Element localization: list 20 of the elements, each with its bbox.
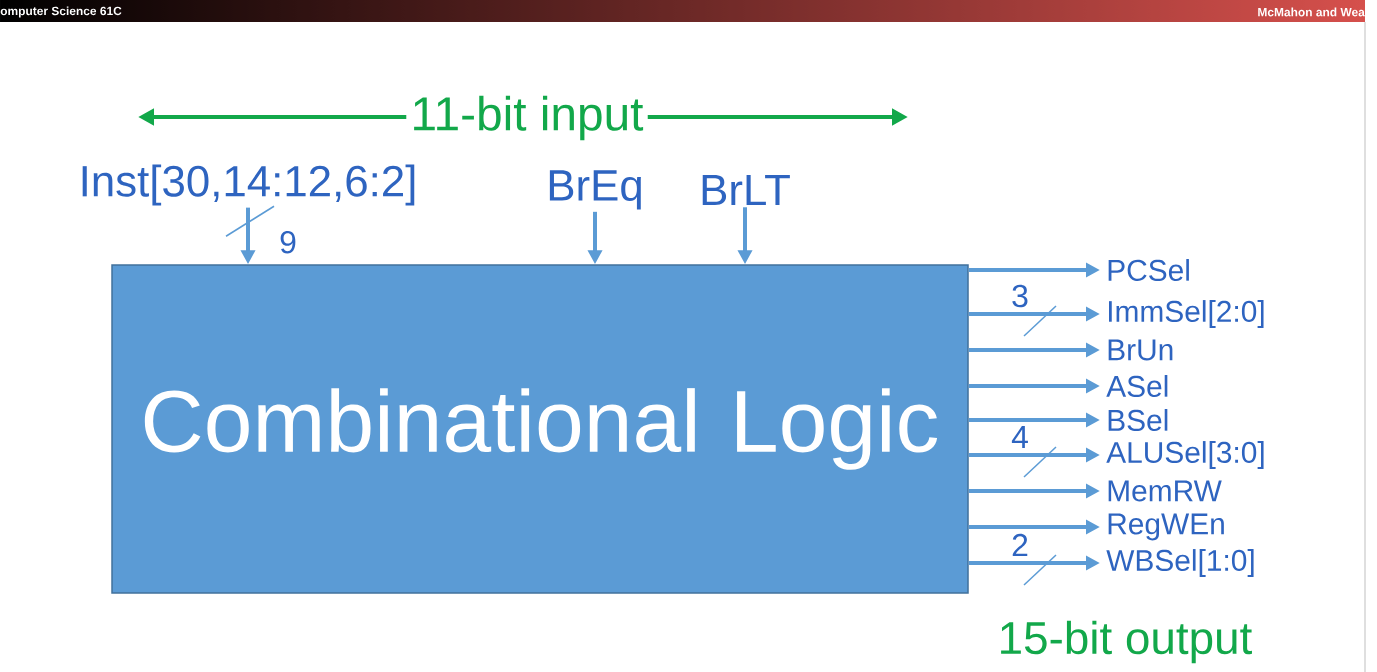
logic-block: Combinational Logic [111, 264, 969, 594]
edge-label: 9 [280, 230, 296, 254]
signal-label: ALUSel[3:0] [1106, 441, 1264, 469]
signal-label: BrLT [702, 174, 790, 206]
signal-label: Inst[30,14:12,6:2] [82, 164, 415, 206]
header-text: McMahon and Wea [1258, 7, 1365, 17]
edge-label: 3 [1012, 284, 1028, 308]
signal-label: BSel [1108, 409, 1168, 431]
header-text: omputer Science 61C [0, 6, 122, 18]
signal-label: ASel [1106, 375, 1168, 397]
edge-label: 4 [1011, 426, 1028, 448]
signal-label: RegWEn [1108, 513, 1224, 541]
edge-label: 2 [1012, 533, 1028, 557]
signal-label: WBSel[1:0] [1106, 549, 1254, 577]
signal-label: BrUn [1108, 339, 1173, 361]
signal-label: PCSel [1108, 259, 1189, 281]
signal-label: MemRW [1108, 480, 1222, 502]
signal-label: ImmSel[2:0] [1108, 300, 1264, 328]
signal-label: BrEq [549, 170, 641, 210]
bus-width-label: 15-bit output [1001, 620, 1252, 664]
